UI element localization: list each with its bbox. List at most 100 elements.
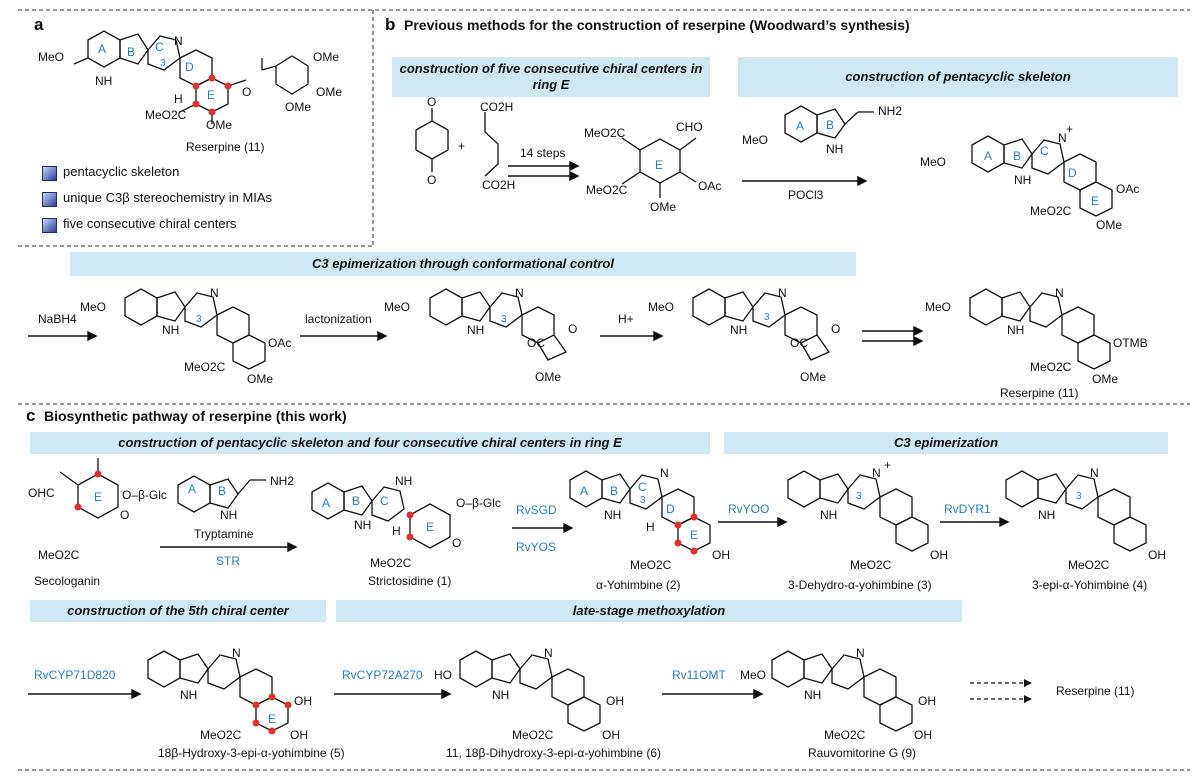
legend-item-2: unique C3β stereochemistry in MIAs xyxy=(63,190,273,205)
dihydroxy-yohimbine-label: 11, 18β-Dihydroxy-3-epi-α-yohimbine (6) xyxy=(446,746,662,760)
atom-nh2-c2: NH2 xyxy=(270,474,295,488)
atom-n-r2b: N xyxy=(515,286,524,300)
c3-label-r2c: 3 xyxy=(764,312,770,323)
atom-co2me-c7: MeO2C xyxy=(200,728,242,742)
atom-h: H xyxy=(174,92,183,106)
enzyme-omt: Rv11OMT xyxy=(672,668,726,682)
atom-h-c3: H xyxy=(392,524,401,538)
strictosidine-label: Strictosidine (1) xyxy=(368,574,452,588)
atom-n-c4: N xyxy=(660,466,669,480)
atom-co2me-b3: MeO2C xyxy=(1030,204,1072,218)
atom-co2me-r2d: MeO2C xyxy=(1030,360,1072,374)
c3-label-c4: 3 xyxy=(640,495,646,506)
banner-b3: C3 epimerization through conformational … xyxy=(70,252,856,276)
atom-meo-r2c: MeO xyxy=(648,300,675,314)
reagent-14-steps: 14 steps xyxy=(520,146,566,160)
atom-ome-b1: OMe xyxy=(650,200,677,214)
tryptamine-label: Tryptamine xyxy=(194,527,254,541)
ring-b-label-c3: B xyxy=(352,494,361,508)
ring-e-label-c4: E xyxy=(690,528,699,542)
banner-c3: construction of the 5th chiral center xyxy=(30,600,326,622)
atom-o-q1: O xyxy=(427,95,437,109)
atom-co2me-c4: MeO2C xyxy=(630,558,672,572)
panel-a-letter: a xyxy=(34,15,44,34)
ring-d-label: D xyxy=(185,60,194,74)
atom-cho: CHO xyxy=(676,120,703,134)
ring-c-label-c3: C xyxy=(380,494,389,508)
atom-meo: MeO xyxy=(38,50,65,64)
atom-co2me-b1: MeO2C xyxy=(584,126,626,140)
ring-b-label-c2: B xyxy=(218,484,227,498)
quinone-structure xyxy=(415,108,449,172)
ring-a-label-b3: A xyxy=(984,149,993,163)
atom-ho-c8: HO xyxy=(434,668,452,682)
legend-square-icon xyxy=(42,166,57,181)
banner-c4: late-stage methoxylation xyxy=(336,600,962,622)
atom-co2me-c3: MeO2C xyxy=(370,556,412,570)
enzyme-sgd: RvSGD xyxy=(516,503,557,517)
ring-a-label-b: A xyxy=(796,119,805,133)
atom-oh-c8a: OH xyxy=(606,694,624,708)
atom-nh-c2: NH xyxy=(220,508,238,522)
enzyme-yoo: RvYOO xyxy=(728,502,770,516)
atom-nh2: NH2 xyxy=(878,104,903,118)
banner-b2: construction of pentacyclic skeleton xyxy=(738,57,1178,97)
muconic-acid-structure xyxy=(484,112,499,177)
atom-oc-r2c: OC xyxy=(790,336,808,350)
atom-nh-c9: NH xyxy=(804,688,822,702)
atom-co2me-b2: MeO2C xyxy=(586,183,628,197)
atom-n: N xyxy=(174,34,183,48)
atom-co2me-c9: MeO2C xyxy=(824,728,866,742)
secologanin-label: Secologanin xyxy=(34,574,101,588)
atom-n-r2d: N xyxy=(1055,286,1064,300)
atom-oglc-2: O–β-Glc xyxy=(456,496,501,510)
atom-n-c7: N xyxy=(232,646,241,660)
atom-co2me-c5: MeO2C xyxy=(850,558,892,572)
atom-nh-c4: NH xyxy=(604,508,622,522)
legend-square-icon xyxy=(42,218,57,233)
atom-o: O xyxy=(242,85,252,99)
atom-oac-b1: OAc xyxy=(698,179,722,193)
atom-n-c6: N xyxy=(1090,466,1099,480)
panel-c-letter: c xyxy=(26,406,36,425)
atom-ohc: OHC xyxy=(28,486,55,500)
atom-nh-b2: NH xyxy=(826,142,844,156)
atom-n-c8: N xyxy=(544,646,553,660)
atom-oh-c5: OH xyxy=(930,548,948,562)
atom-co2me-c6: MeO2C xyxy=(1068,558,1110,572)
atom-o-q2: O xyxy=(427,173,437,187)
atom-oh-c6: OH xyxy=(1148,548,1166,562)
hydroxy-yohimbine-label: 18β-Hydroxy-3-epi-α-yohimbine (5) xyxy=(158,746,345,760)
atom-ome-4: OMe xyxy=(285,100,312,114)
atom-nh-r2a: NH xyxy=(162,323,180,337)
reagent-h-plus: H+ xyxy=(618,312,634,326)
ring-e-label-c1: E xyxy=(94,490,103,504)
ring-c-label-c4: C xyxy=(638,480,647,494)
dehydro-yohimbine-label: 3-Dehydro-α-yohimbine (3) xyxy=(788,578,932,592)
panel-b-letter: b xyxy=(385,15,396,34)
atom-nh-c3: NH xyxy=(354,518,372,532)
atom-plus-c5: + xyxy=(884,458,892,472)
enzyme-cyp71: RvCYP71D820 xyxy=(34,668,116,682)
c3-label-r2a: 3 xyxy=(196,314,202,325)
plus-sign: + xyxy=(458,139,466,153)
atom-oh-c7b: OH xyxy=(290,728,308,742)
atom-oh-c9a: OH xyxy=(918,694,936,708)
ring-d-label-b3: D xyxy=(1068,166,1077,180)
legend-item-3: five consecutive chiral centers xyxy=(63,216,237,231)
legend-item-1: pentacyclic skeleton xyxy=(63,164,180,179)
c3-label-c5: 3 xyxy=(856,491,862,502)
atom-ome: OMe xyxy=(206,118,233,132)
atom-meo-b3: MeO xyxy=(920,155,947,169)
atom-oac-r2a: OAc xyxy=(268,336,292,350)
atom-meo-r2b: MeO xyxy=(384,300,411,314)
panel-b-title: Previous methods for the construction of… xyxy=(404,17,910,33)
atom-ome-r2a: OMe xyxy=(247,372,274,386)
atom-oglc-1: O–β-Glc xyxy=(122,488,167,502)
atom-meo-c9: MeO xyxy=(740,668,767,682)
atom-ome-2: OMe xyxy=(313,50,340,64)
c3-label-c6: 3 xyxy=(1076,491,1082,502)
atom-n-r2c: N xyxy=(778,286,787,300)
rauvomitorine-label: Rauvomitorine G (9) xyxy=(808,746,917,760)
